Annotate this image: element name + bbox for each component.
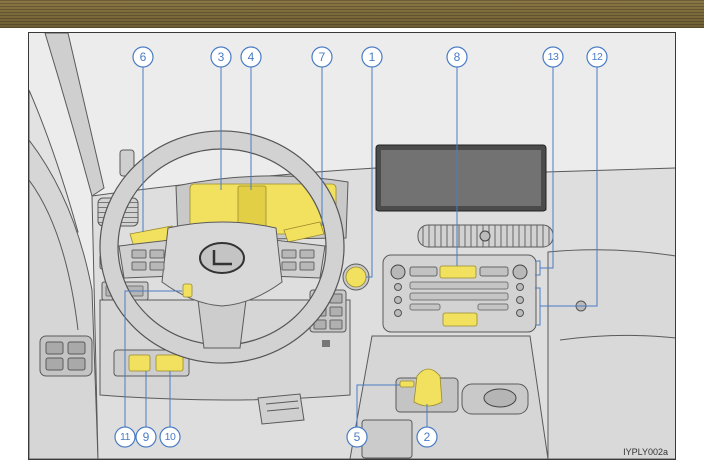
callout-8-label: 8 (454, 50, 461, 64)
callout-13: 13 (535, 46, 564, 276)
wiper-lever (283, 221, 325, 243)
callout-1: 1 (361, 46, 383, 278)
callout-3-label: 3 (218, 50, 225, 64)
center-console (349, 335, 549, 459)
console-storage (361, 419, 413, 459)
engine-switch (345, 266, 367, 288)
console-switch (399, 380, 415, 388)
callout-9: 9 (135, 371, 157, 448)
callout-13-label: 13 (548, 51, 559, 63)
callout-4-label: 4 (248, 50, 255, 64)
steering-column-lever (182, 283, 193, 298)
lower-switch-panel (113, 349, 190, 377)
callout-4: 4 (240, 46, 262, 190)
door-trim-line (29, 179, 79, 331)
callout-3: 3 (210, 46, 232, 190)
figure-id: IYPLY002a (623, 447, 668, 457)
a-pillar (44, 33, 105, 197)
climate-control-panel (442, 312, 478, 327)
callout-2: 2 (416, 404, 438, 448)
clock-icon (479, 230, 491, 242)
left-steering-switches (131, 249, 165, 271)
steering-wheel (99, 130, 345, 364)
shift-lever (413, 368, 443, 407)
steering-wheel-rim (99, 130, 345, 364)
callout-2-label: 2 (424, 430, 431, 444)
callout-7-label: 7 (319, 50, 326, 64)
window-switch-panel (39, 335, 93, 377)
callout-6: 6 (132, 46, 154, 232)
callout-11: 11 (114, 290, 182, 448)
callout-5-label: 5 (354, 430, 361, 444)
lower-right-switch (155, 354, 184, 372)
callout-9-label: 9 (143, 430, 150, 444)
lower-left-switch (128, 354, 151, 372)
door-panel (29, 139, 99, 459)
callout-12: 12 (535, 46, 608, 326)
passenger-dash-trim (547, 249, 675, 459)
callout-10-label: 10 (165, 431, 176, 443)
callout-11-label: 11 (120, 431, 131, 443)
left-knob (390, 264, 406, 280)
right-knob (512, 264, 528, 280)
callout-1-label: 1 (369, 50, 376, 64)
brand-logo-icon (199, 242, 245, 274)
glove-box-line (559, 334, 675, 341)
center-display (375, 144, 547, 212)
interior-scene: 6 3 4 7 1 8 1 (29, 33, 675, 459)
callout-7: 7 (311, 46, 333, 226)
hazard-switch (439, 265, 477, 279)
remote-touch-pad (483, 388, 517, 408)
right-steering-switches (281, 249, 315, 271)
callout-6-label: 6 (140, 50, 147, 64)
accelerator-pedal (257, 393, 305, 425)
callout-10: 10 (159, 371, 181, 448)
header-band (0, 0, 704, 28)
callout-5: 5 (346, 384, 400, 448)
callout-8: 8 (446, 46, 468, 266)
center-control-panel (382, 254, 537, 333)
callout-12-label: 12 (592, 51, 603, 63)
bottom-spoke (197, 299, 247, 349)
